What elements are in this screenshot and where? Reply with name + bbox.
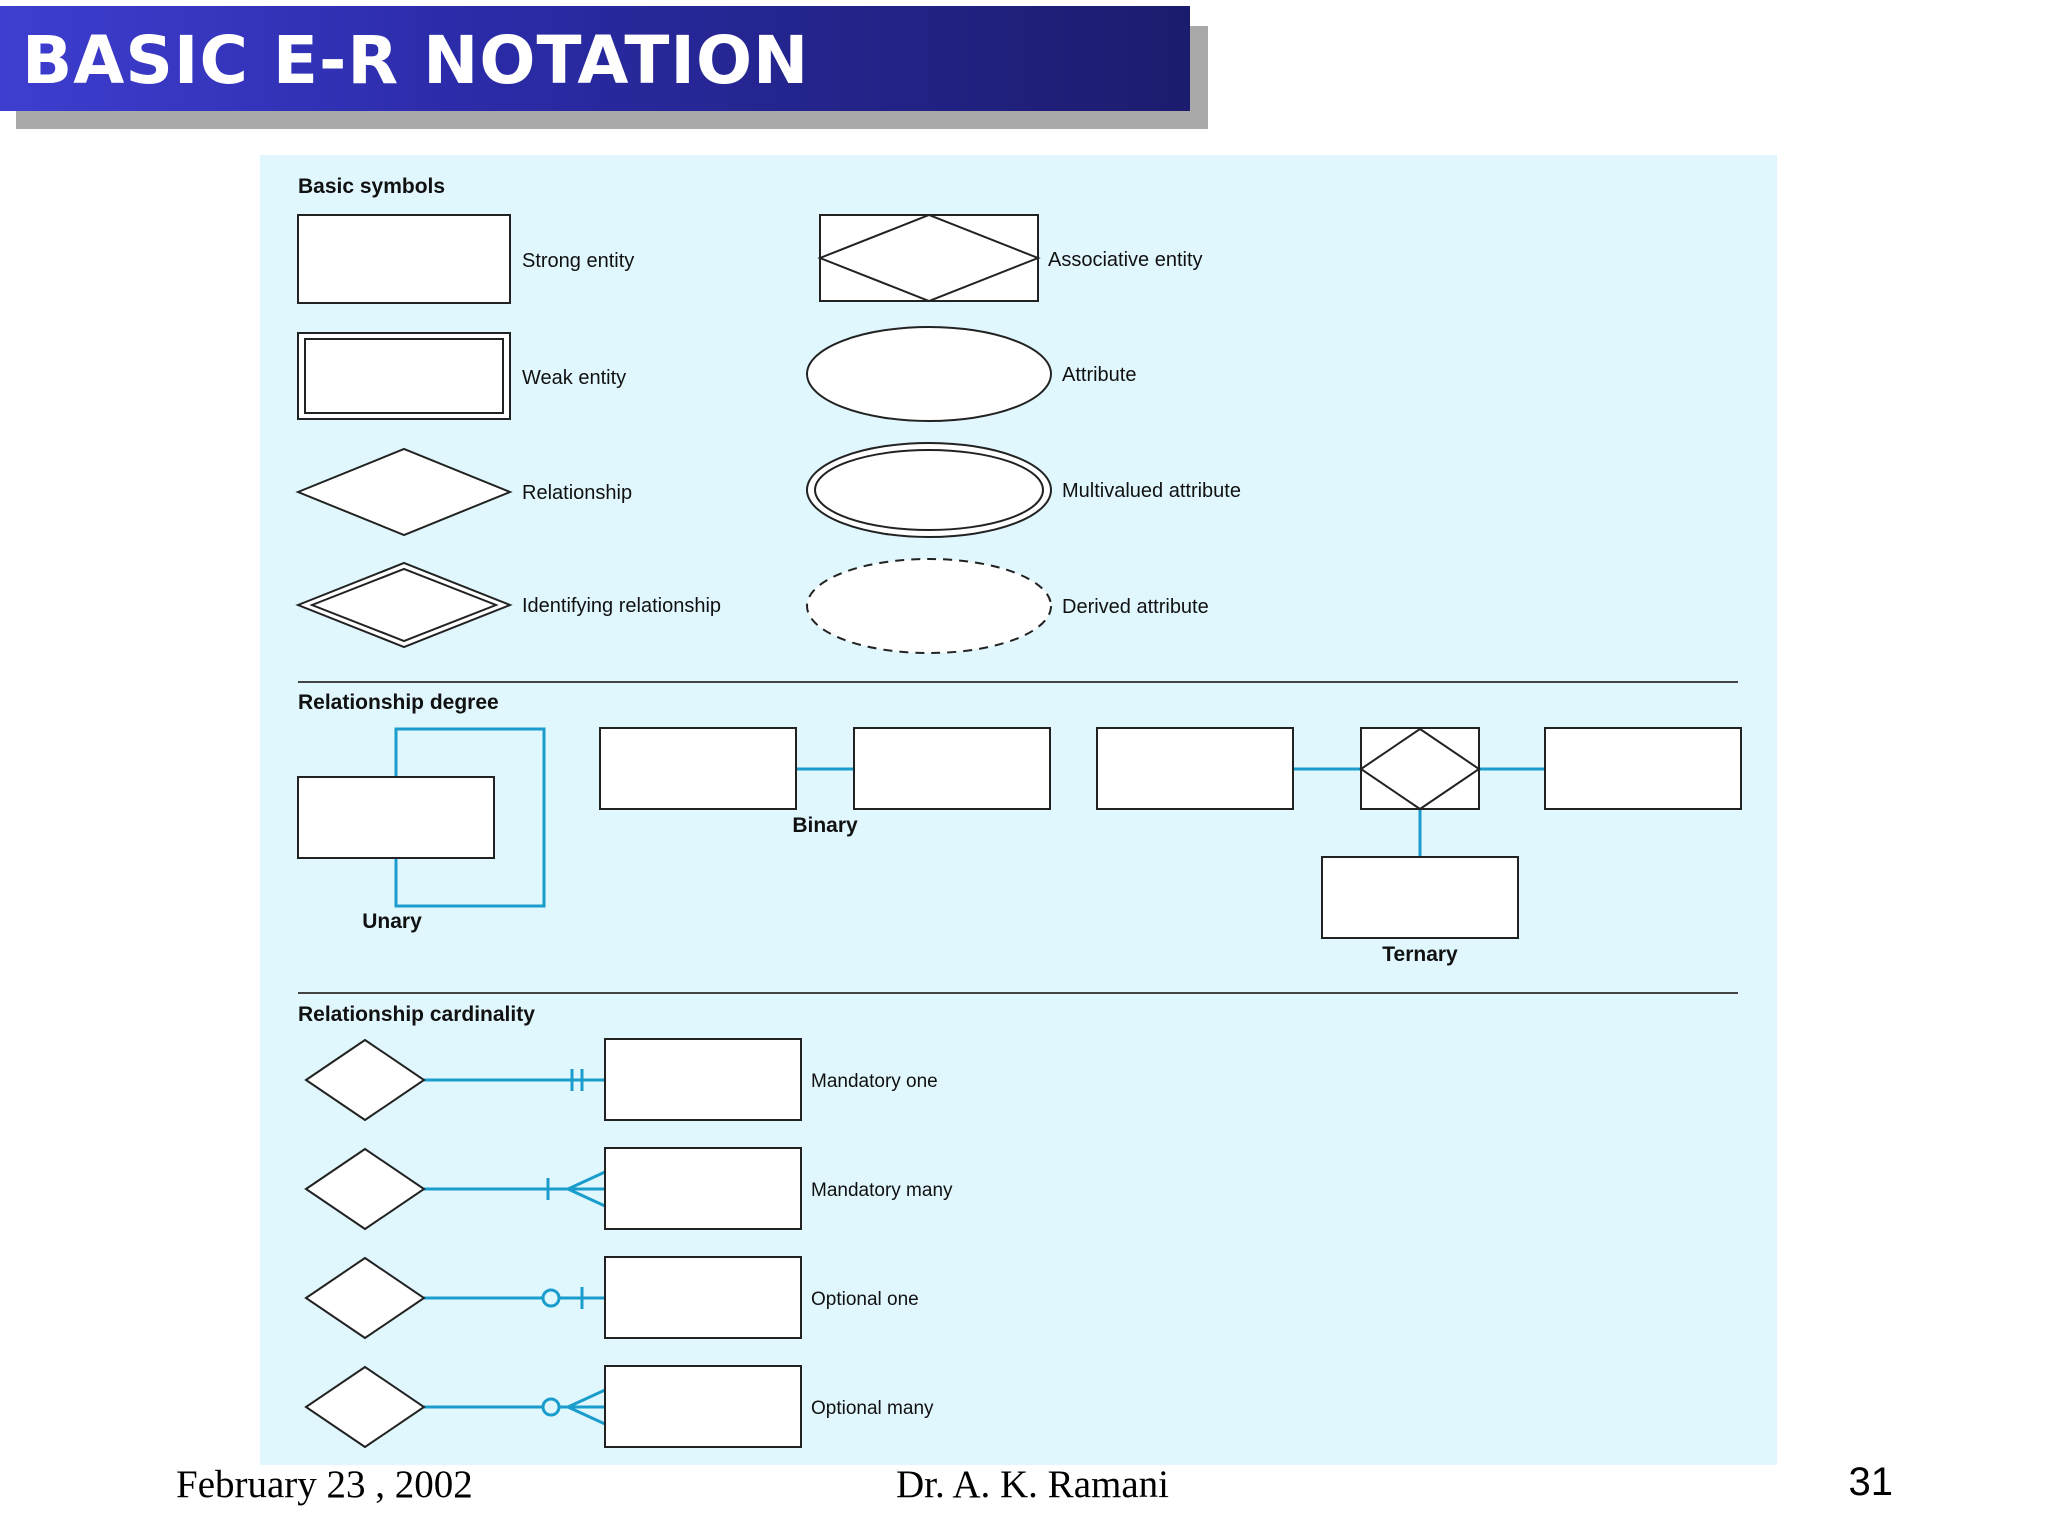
ternary-associative-box — [1360, 727, 1480, 810]
ternary-entity-bottom — [1321, 856, 1519, 939]
unary-label: Unary — [362, 910, 422, 933]
optional-one-label: Optional one — [811, 1289, 919, 1310]
binary-label: Binary — [792, 814, 858, 837]
optional-many-crow-bottom — [567, 1405, 606, 1426]
optional-many-crow-top — [567, 1388, 606, 1409]
optional-many-diamond — [304, 1365, 426, 1449]
derived-attribute-label: Derived attribute — [1062, 596, 1209, 618]
mandatory-many-label: Mandatory many — [811, 1180, 953, 1201]
optional-one-diamond — [304, 1256, 426, 1340]
unary-loop-connector — [394, 727, 546, 908]
optional-one-entity — [604, 1256, 802, 1339]
optional-many-entity — [604, 1365, 802, 1448]
identifying-relationship-symbol — [295, 561, 513, 649]
binary-entity-right — [853, 727, 1051, 810]
ternary-entity-right — [1544, 727, 1742, 810]
relationship-symbol — [295, 447, 513, 537]
weak-entity-inner — [304, 338, 504, 414]
strong-entity-label: Strong entity — [522, 250, 634, 272]
footer-author: Dr. A. K. Ramani — [896, 1463, 1169, 1506]
multivalued-attribute-label: Multivalued attribute — [1062, 480, 1241, 502]
er-notation-diagram: Basic symbols Strong entity Weak entity … — [260, 155, 1777, 1465]
title-bar: BASIC E-R NOTATION — [0, 6, 1190, 111]
associative-entity-label: Associative entity — [1048, 249, 1203, 271]
page-number: 31 — [1848, 1460, 1894, 1504]
multivalued-attribute-symbol — [806, 442, 1052, 538]
strong-entity-symbol — [297, 214, 511, 304]
unary-entity — [297, 776, 495, 859]
optional-many-circle — [541, 1397, 561, 1417]
slide-title: BASIC E-R NOTATION — [22, 22, 810, 99]
mandatory-one-diamond — [304, 1038, 426, 1122]
mandatory-many-crow-bottom — [567, 1187, 606, 1208]
ternary-label: Ternary — [1382, 943, 1458, 966]
mandatory-one-entity — [604, 1038, 802, 1121]
attribute-label: Attribute — [1062, 364, 1136, 386]
relationship-cardinality-heading: Relationship cardinality — [298, 1003, 535, 1026]
associative-entity-diamond — [817, 213, 1041, 303]
ternary-relationship-diamond — [1359, 727, 1481, 811]
identifying-relationship-label: Identifying relationship — [522, 595, 721, 617]
mandatory-many-entity — [604, 1147, 802, 1230]
binary-entity-left — [599, 727, 797, 810]
mandatory-one-label: Mandatory one — [811, 1071, 938, 1092]
optional-one-circle — [541, 1288, 561, 1308]
identifying-relationship-inner — [309, 567, 499, 643]
weak-entity-symbol — [297, 332, 511, 420]
attribute-symbol — [806, 326, 1052, 422]
mandatory-many-crow-top — [567, 1170, 606, 1191]
derived-attribute-symbol — [806, 558, 1052, 654]
relationship-label: Relationship — [522, 482, 632, 504]
multivalued-attribute-inner — [814, 449, 1044, 531]
relationship-degree-heading: Relationship degree — [298, 691, 499, 714]
mandatory-many-diamond — [304, 1147, 426, 1231]
basic-symbols-heading: Basic symbols — [298, 175, 445, 198]
associative-entity-symbol — [819, 214, 1039, 302]
footer-date: February 23 , 2002 — [176, 1463, 473, 1506]
ternary-entity-left — [1096, 727, 1294, 810]
weak-entity-label: Weak entity — [522, 367, 626, 389]
optional-many-label: Optional many — [811, 1398, 934, 1419]
